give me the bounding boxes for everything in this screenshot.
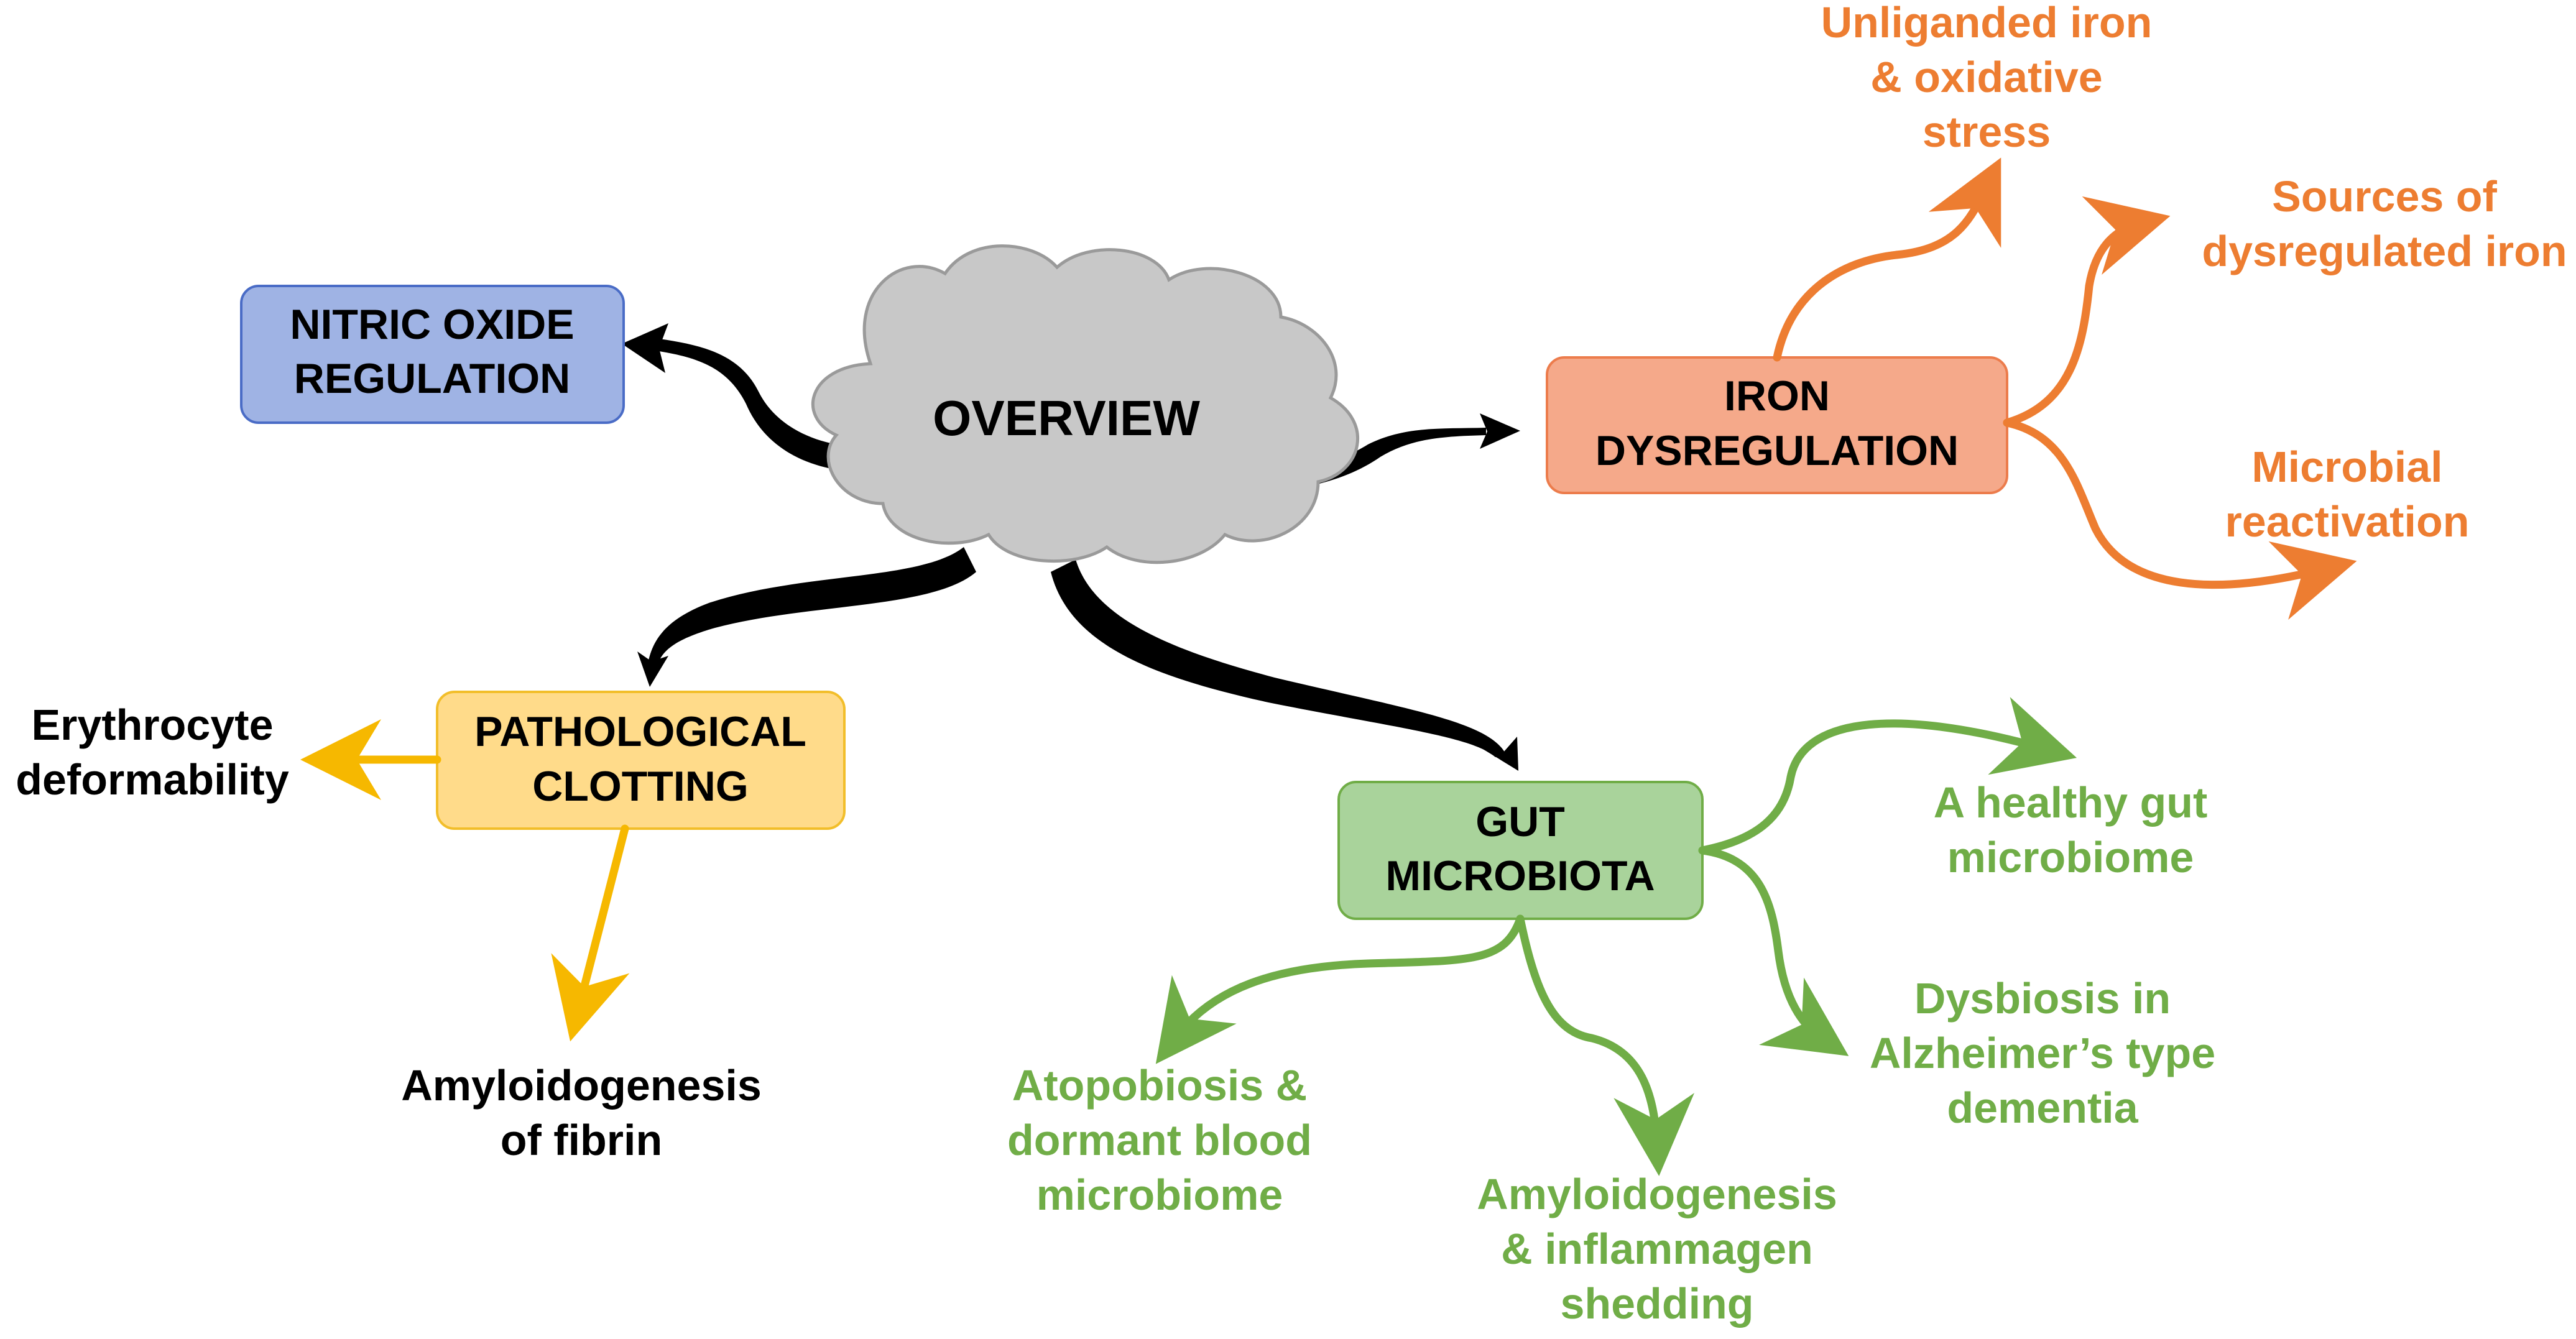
fibrin-line-1: Amyloidogenesis [401, 1061, 762, 1110]
connector-to-gut [1051, 559, 1505, 757]
gut-line-2: MICROBIOTA [1385, 852, 1655, 900]
gut-branch-labels: A healthy gut microbiome Dysbiosis in Al… [1007, 778, 2215, 1328]
atopobiosis-line-3: microbiome [1036, 1171, 1283, 1219]
clotting-branch-labels: Erythrocyte deformability Amyloidogenesi… [16, 701, 762, 1164]
nitric-oxide-box [240, 285, 625, 424]
overview-cloud: OVERVIEW [811, 244, 1360, 564]
clotting-line-1: PATHOLOGICAL [474, 708, 806, 755]
clotting-node: PATHOLOGICAL CLOTTING [436, 691, 846, 830]
iron-line-1: IRON [1724, 372, 1830, 420]
inflammagen-line-2: & inflammagen [1501, 1225, 1813, 1273]
clotting-branches [300, 719, 630, 1042]
gut-branches [1155, 697, 2077, 1176]
iron-branches [1773, 157, 2357, 620]
gut-line-1: GUT [1475, 798, 1565, 845]
microbial-line-1: Microbial [2251, 443, 2442, 491]
dysbiosis-line-1: Dysbiosis in [1914, 974, 2171, 1023]
arrow-dysbiosis [1698, 846, 1849, 1056]
arrow-amyloidogenesis-inflammagen [1516, 914, 1694, 1176]
atopobiosis-line-2: dormant blood [1007, 1116, 1312, 1164]
erythrocyte-line-2: deformability [16, 755, 289, 804]
arrowhead-gut [1483, 737, 1518, 771]
connector-to-nitric [640, 339, 870, 472]
unliganded-line-2: & oxidative [1870, 53, 2102, 101]
gut-node: GUT MICROBIOTA [1337, 781, 1704, 920]
dysbiosis-line-3: dementia [1947, 1084, 2138, 1132]
connector-to-clotting [647, 547, 976, 671]
clotting-line-2: CLOTTING [532, 763, 749, 810]
overview-label: OVERVIEW [933, 390, 1200, 446]
arrow-atopobiosis [1155, 914, 1525, 1064]
inflammagen-line-1: Amyloidogenesis [1477, 1170, 1837, 1218]
atopobiosis-line-1: Atopobiosis & [1012, 1061, 1307, 1110]
inflammagen-line-3: shedding [1560, 1279, 1753, 1328]
healthy-line-2: microbiome [1947, 833, 2194, 881]
erythrocyte-line-1: Erythrocyte [31, 701, 273, 749]
dysbiosis-line-2: Alzheimer’s type [1870, 1029, 2215, 1077]
nitric-oxide-line-2: REGULATION [294, 355, 571, 402]
arrow-healthy-gut [1698, 697, 2077, 855]
fibrin-line-2: of fibrin [501, 1116, 662, 1164]
arrowhead-iron [1480, 413, 1520, 449]
iron-line-2: DYSREGULATION [1595, 427, 1959, 474]
sources-line-2: dysregulated iron [2202, 227, 2567, 275]
unliganded-line-1: Unliganded iron [1821, 0, 2153, 47]
nitric-oxide-line-1: NITRIC OXIDE [290, 301, 574, 348]
nitric-oxide-node: NITRIC OXIDE REGULATION [240, 285, 625, 424]
unliganded-line-3: stress [1923, 108, 2051, 156]
cloud-shape [811, 244, 1360, 564]
arrow-amyloidogenesis-fibrin [551, 824, 630, 1042]
iron-branch-labels: Unliganded iron & oxidative stress Sourc… [1821, 0, 2567, 546]
healthy-line-1: A healthy gut [1934, 778, 2208, 827]
arrowhead-nitric [622, 323, 668, 373]
iron-node: IRON DYSREGULATION [1546, 356, 2008, 494]
arrowhead-clotting [637, 651, 668, 687]
sources-line-1: Sources of [2272, 172, 2497, 221]
arrow-unliganded-iron [1773, 157, 2001, 362]
microbial-line-2: reactivation [2225, 497, 2470, 546]
arrow-sources-iron [2003, 196, 2171, 427]
arrow-microbial-reactivation [2003, 418, 2357, 620]
